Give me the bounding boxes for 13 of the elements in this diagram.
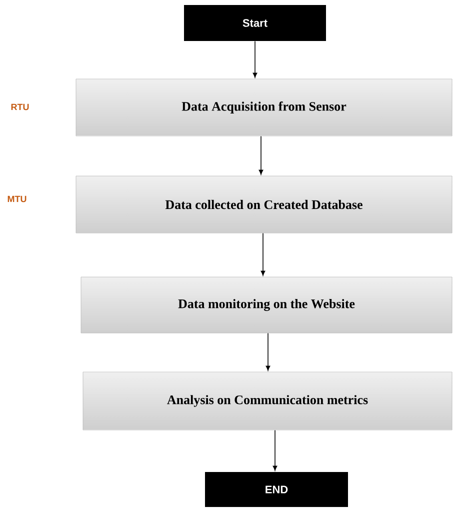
arrow: [260, 232, 266, 276]
side-label: RTU: [11, 104, 29, 110]
process-box: Data collected on Created Database: [76, 176, 452, 234]
process-box: Data Acquisition from Sensor: [76, 78, 452, 136]
terminal-box: Start: [184, 5, 326, 41]
terminal-box: END: [205, 472, 348, 507]
side-label: MTU: [8, 196, 26, 202]
arrow: [258, 136, 264, 175]
arrow: [252, 40, 258, 78]
arrow: [266, 332, 270, 371]
arrow: [272, 430, 278, 471]
process-box: Data monitoring on the Website: [80, 276, 452, 334]
process-box: Analysis on Communication metrics: [82, 372, 452, 430]
